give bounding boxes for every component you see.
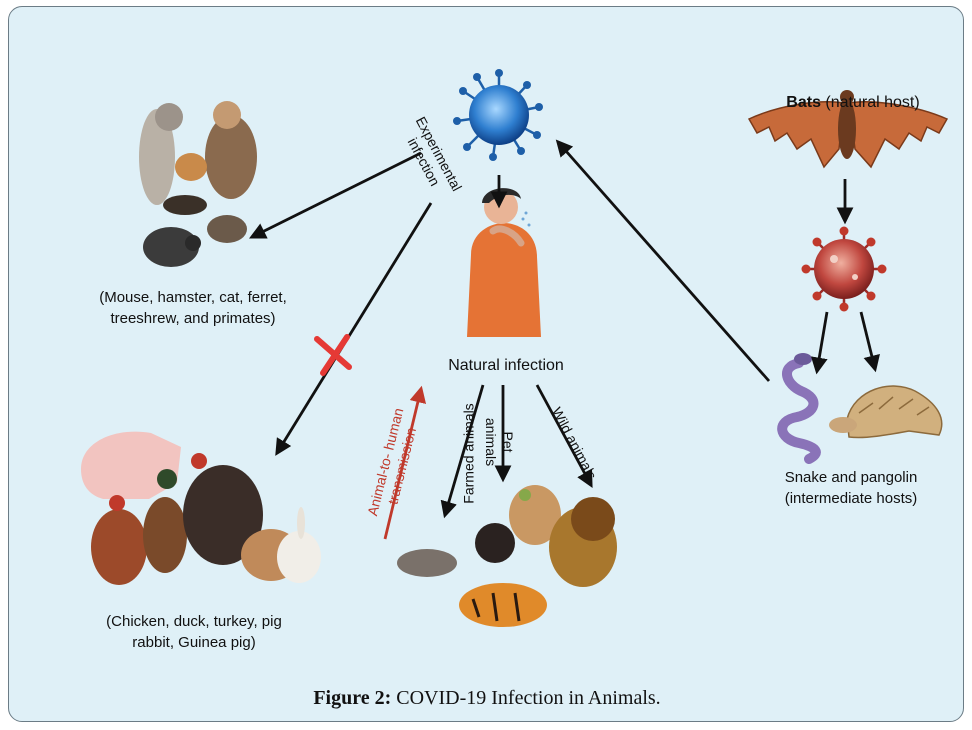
natural-infection-label: Natural infection — [421, 355, 591, 376]
pet-animals-label: Pet animals — [482, 412, 516, 472]
intermediate-hosts-label: Snake and pangolin (intermediate hosts) — [761, 467, 941, 509]
arrow-virus-to-pangolin — [861, 312, 875, 369]
pangolin-image — [829, 386, 942, 437]
arrow-virus-to-snake — [817, 312, 827, 371]
farmed-animals-label: Farmed animals — [461, 394, 478, 514]
bats-label: Bats (natural host) — [753, 92, 953, 113]
snake-image — [782, 353, 816, 459]
lab-animals-image — [139, 101, 257, 267]
arrow-intermediate-to-virus — [558, 142, 769, 381]
figure-caption-text: COVID-19 Infection in Animals. — [391, 687, 660, 709]
domestic-wild-animals-image — [397, 485, 617, 627]
coronavirus-icon — [802, 227, 887, 312]
coughing-person-image — [467, 188, 541, 337]
farm-animals-image — [81, 432, 321, 585]
blue-virus-icon — [453, 69, 543, 161]
arrows — [252, 142, 875, 515]
blocked-cross-icon — [317, 337, 349, 373]
farm-animals-label: (Chicken, duck, turkey, pig rabbit, Guin… — [49, 611, 339, 653]
lab-animals-label: (Mouse, hamster, cat, ferret, treeshrew,… — [43, 287, 343, 329]
figure-caption: Figure 2: COVID-19 Infection in Animals. — [9, 687, 964, 710]
figure-frame: Bats (natural host) Experimental infecti… — [8, 6, 964, 722]
figure-caption-label: Figure 2: — [313, 687, 391, 709]
arrow-experimental-to-lab-animals — [252, 153, 421, 237]
